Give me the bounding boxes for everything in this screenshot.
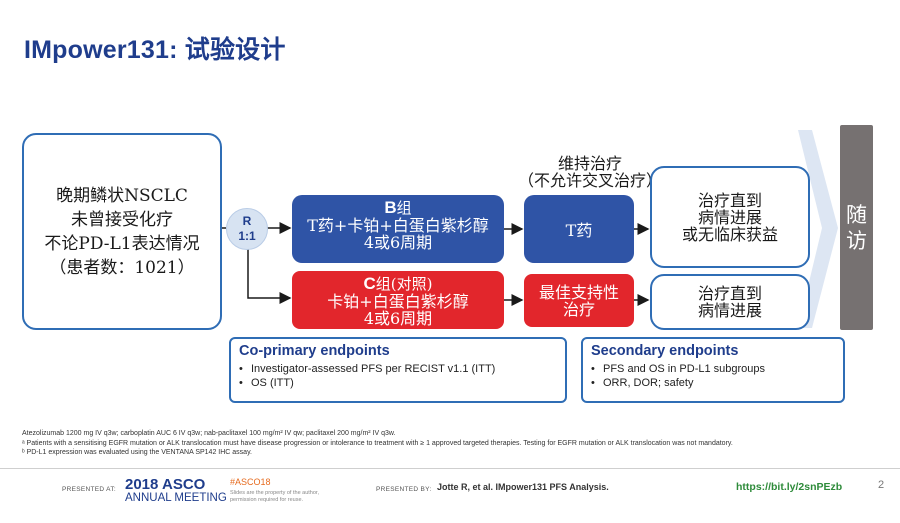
asco-logo-meeting: ANNUAL MEETING	[125, 492, 227, 504]
list-item: PFS and OS in PD-L1 subgroups	[591, 362, 843, 376]
footnote: ᵃ Patients with a sensitising EGFR mutat…	[22, 439, 733, 447]
group-c-maintenance-box: 最佳支持性 治疗	[524, 274, 634, 327]
patient-line: 不论PD-L1表达情况	[44, 233, 200, 254]
asco-logo-year: 2018 ASCO	[125, 476, 206, 493]
footnote: Atezolizumab 1200 mg IV q3w; carboplatin…	[22, 430, 396, 437]
followup-char: 访	[846, 228, 867, 253]
group-b-box: B组 T药+卡铂+白蛋白紫杉醇 4或6周期	[292, 195, 504, 263]
primary-endpoints-title: Co-primary endpoints	[239, 343, 390, 359]
group-b-maintenance-label: T药	[565, 221, 593, 240]
randomization-label: R	[242, 214, 252, 228]
page-number: 2	[878, 479, 885, 491]
footnotes: Atezolizumab 1200 mg IV q3w; carboplatin…	[22, 429, 882, 458]
page-title: IMpower131: 试验设计	[24, 36, 286, 64]
group-b-heading: B组	[292, 199, 504, 217]
group-b-outcome-line: 病情进展	[697, 207, 762, 227]
primary-endpoints-box: Co-primary endpoints Investigator-assess…	[229, 337, 567, 403]
followup-arrow-shape	[798, 130, 838, 328]
list-item: ORR, DOR; safety	[591, 376, 843, 390]
hashtag: #ASCO18	[230, 477, 271, 487]
group-c-outcome-line: 病情进展	[697, 301, 762, 320]
maintenance-heading: 维持治疗 （不允许交叉治疗）	[510, 155, 670, 189]
patient-line: 晚期鳞状NSCLC	[56, 185, 188, 206]
group-c-maintenance-line: 治疗	[562, 299, 595, 319]
group-b-name: 组	[396, 199, 412, 217]
citation: Jotte R, et al. IMpower131 PFS Analysis.	[437, 482, 609, 492]
group-c-regimen: 卡铂+白蛋白紫杉醇	[327, 292, 469, 311]
group-b-regimen: T药+卡铂+白蛋白紫杉醇	[307, 216, 489, 235]
maintenance-title: 维持治疗	[557, 154, 622, 173]
followup-char: 随	[846, 202, 867, 227]
patient-population-box: 晚期鳞状NSCLC 未曾接受化疗 不论PD-L1表达情况 （患者数：1021）	[22, 133, 222, 330]
group-c-box: C组(对照) 卡铂+白蛋白紫杉醇 4或6周期	[292, 271, 504, 329]
group-b-maintenance-box: T药	[524, 195, 634, 263]
patient-line: （患者数：1021）	[49, 257, 195, 278]
secondary-endpoints-box: Secondary endpoints PFS and OS in PD-L1 …	[581, 337, 845, 403]
group-c-maintenance-line: 最佳支持性	[538, 282, 619, 302]
group-c-name: 组(对照)	[375, 275, 433, 293]
group-c-outcome-line: 治疗直到	[697, 284, 762, 303]
rand-to-c-line	[247, 249, 292, 304]
list-item: Investigator-assessed PFS per RECIST v1.…	[239, 362, 565, 376]
group-c-heading: C组(对照)	[292, 275, 504, 293]
group-b-outcome-box: 治疗直到 病情进展 或无临床获益	[650, 166, 810, 268]
maintenance-subtitle: （不允许交叉治疗）	[517, 171, 662, 190]
footer-divider	[0, 468, 900, 469]
presented-by-label: PRESENTED BY:	[376, 486, 432, 493]
footnote: ᵇ PD-L1 expression was evaluated using t…	[22, 449, 252, 456]
randomization-circle: R 1:1	[226, 208, 268, 250]
group-b-letter: B	[384, 198, 397, 217]
presented-at-label: PRESENTED AT:	[62, 486, 116, 493]
secondary-endpoints-list: PFS and OS in PD-L1 subgroups ORR, DOR; …	[591, 362, 843, 390]
group-b-outcome-line: 治疗直到	[697, 190, 762, 210]
secondary-endpoints-title: Secondary endpoints	[591, 343, 739, 359]
group-b-outcome-line: 或无临床获益	[681, 224, 778, 244]
randomization-ratio: 1:1	[238, 229, 256, 243]
reference-link[interactable]: https://bit.ly/2snPEzb	[736, 481, 843, 493]
patient-line: 未曾接受化疗	[71, 209, 173, 230]
list-item: OS (ITT)	[239, 376, 565, 390]
group-c-outcome-box: 治疗直到 病情进展	[650, 274, 810, 330]
group-b-cycles: 4或6周期	[363, 233, 433, 252]
group-c-cycles: 4或6周期	[363, 309, 433, 328]
group-c-letter: C	[363, 274, 376, 293]
followup-box: 随 访	[840, 125, 873, 330]
hashtag-note: Slides are the property of the author, p…	[230, 490, 319, 503]
primary-endpoints-list: Investigator-assessed PFS per RECIST v1.…	[239, 362, 565, 390]
